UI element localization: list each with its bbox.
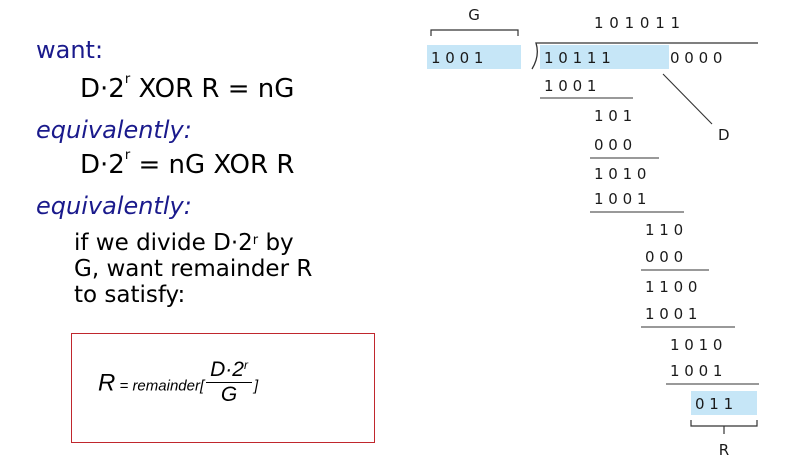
equivalently-label-2: equivalently: bbox=[36, 192, 192, 220]
step-row: 1 0 0 1 bbox=[544, 77, 596, 95]
condition-line-2: G, want remainder R bbox=[74, 256, 313, 282]
quotient: 1 0 1 0 1 1 bbox=[594, 14, 680, 32]
step-row: 1 0 1 0 bbox=[594, 165, 646, 183]
remainder-bracket bbox=[690, 420, 758, 427]
label-g: G bbox=[468, 6, 480, 24]
step-row: 1 0 0 1 bbox=[670, 362, 722, 380]
step-row: 0 0 0 bbox=[594, 136, 632, 154]
step-row: 1 0 1 0 bbox=[670, 336, 722, 354]
equation-2: D·2r = nG XOR R bbox=[80, 148, 295, 180]
divisor-highlight bbox=[427, 45, 521, 69]
equation-1: D·2r XOR R = nG bbox=[80, 72, 295, 104]
step-row: 1 1 0 0 bbox=[645, 278, 697, 296]
condition-line-1: if we divide D·2r by bbox=[74, 230, 294, 256]
remainder: 0 1 1 bbox=[695, 395, 733, 413]
label-d: D bbox=[718, 126, 730, 144]
step-row: 0 0 0 bbox=[645, 248, 683, 266]
dividend-zeros: 0 0 0 0 bbox=[670, 49, 722, 67]
division-bracket bbox=[531, 42, 758, 70]
label-r: R bbox=[719, 441, 729, 459]
d-pointer-line bbox=[662, 73, 713, 125]
step-row: 1 0 1 bbox=[594, 107, 632, 125]
divisor-bracket bbox=[430, 29, 519, 36]
step-row: 1 1 0 bbox=[645, 221, 683, 239]
step-row: 1 0 0 1 bbox=[594, 190, 646, 208]
divisor: 1 0 0 1 bbox=[431, 49, 483, 67]
condition-line-3: to satisfy: bbox=[74, 282, 186, 308]
equivalently-label-1: equivalently: bbox=[36, 116, 192, 144]
dividend-data: 1 0 1 1 1 bbox=[544, 49, 611, 67]
dividend-highlight bbox=[540, 45, 669, 69]
want-label: want: bbox=[36, 36, 104, 64]
remainder-highlight bbox=[691, 391, 757, 415]
step-row: 1 0 0 1 bbox=[645, 305, 697, 323]
